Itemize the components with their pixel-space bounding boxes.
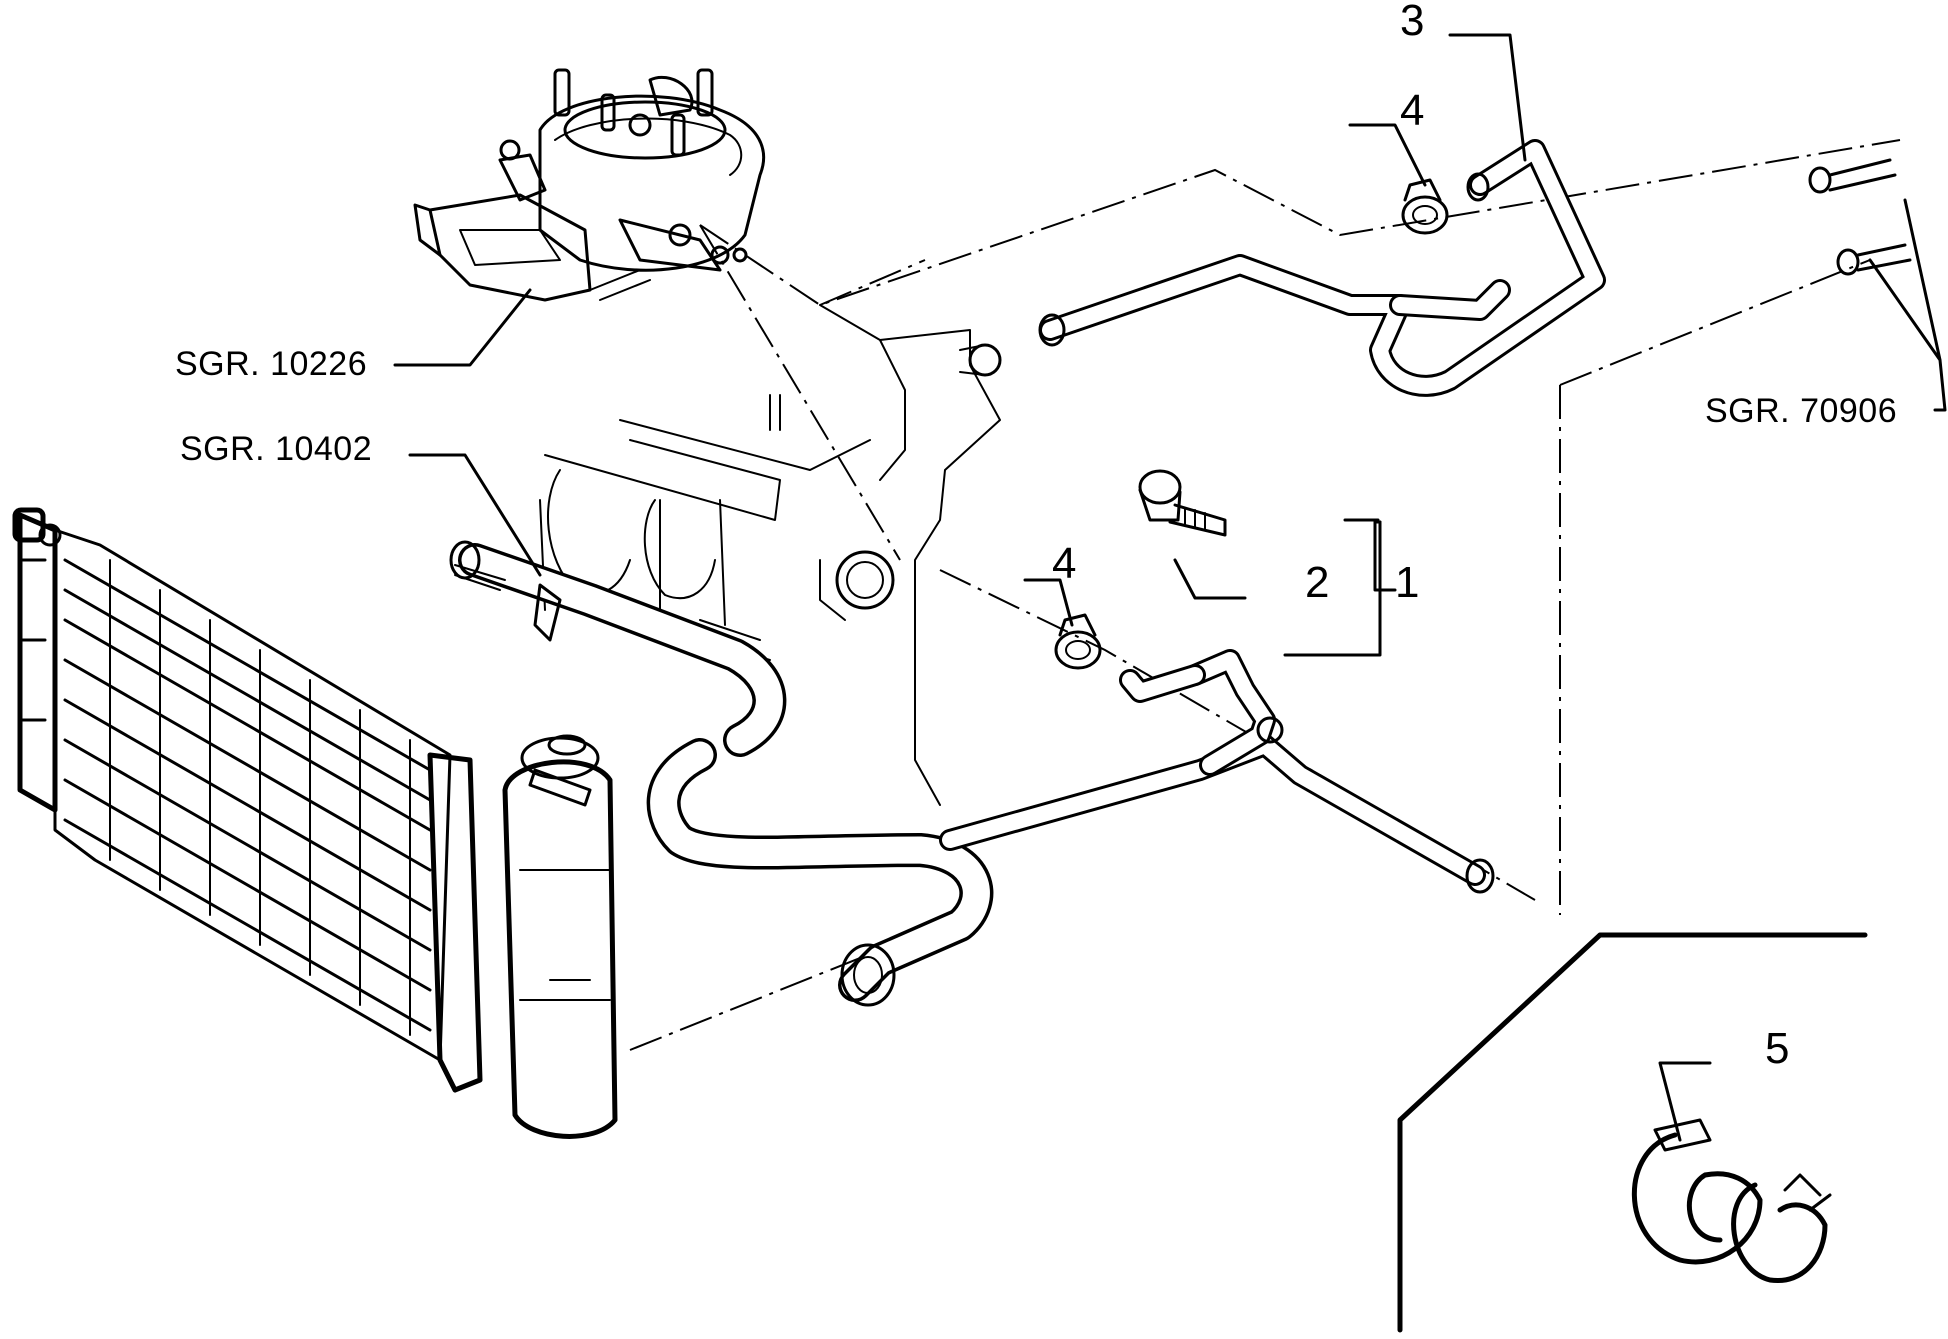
- spring-clip: [1631, 1118, 1832, 1284]
- part-number-4-lower: 4: [1052, 539, 1076, 588]
- main-hose-assembly: [449, 540, 1495, 1007]
- ref-label-radiator: SGR. 10402: [180, 430, 372, 468]
- radiator: [12, 507, 483, 1093]
- leader-lines: [393, 33, 1947, 1142]
- inset-panel: [1397, 932, 1868, 1333]
- ref-label-carburettor: SGR. 10226: [175, 345, 367, 383]
- part-number-3: 3: [1400, 0, 1424, 45]
- part-number-2: 2: [1305, 558, 1329, 607]
- bolt: [1138, 469, 1227, 537]
- heater-hose-assembly: [1038, 139, 1606, 397]
- hose-clamp-lower: [1054, 613, 1102, 670]
- hose-clamp-upper: [1401, 178, 1449, 235]
- part-number-4-upper: 4: [1400, 86, 1424, 135]
- expansion-tank: [502, 734, 618, 1139]
- heater-connectors: [1808, 158, 1912, 276]
- carburettor: [413, 68, 766, 302]
- part-number-1: 1: [1395, 558, 1419, 607]
- ref-label-heater: SGR. 70906: [1705, 392, 1897, 430]
- part-number-5: 5: [1765, 1024, 1789, 1073]
